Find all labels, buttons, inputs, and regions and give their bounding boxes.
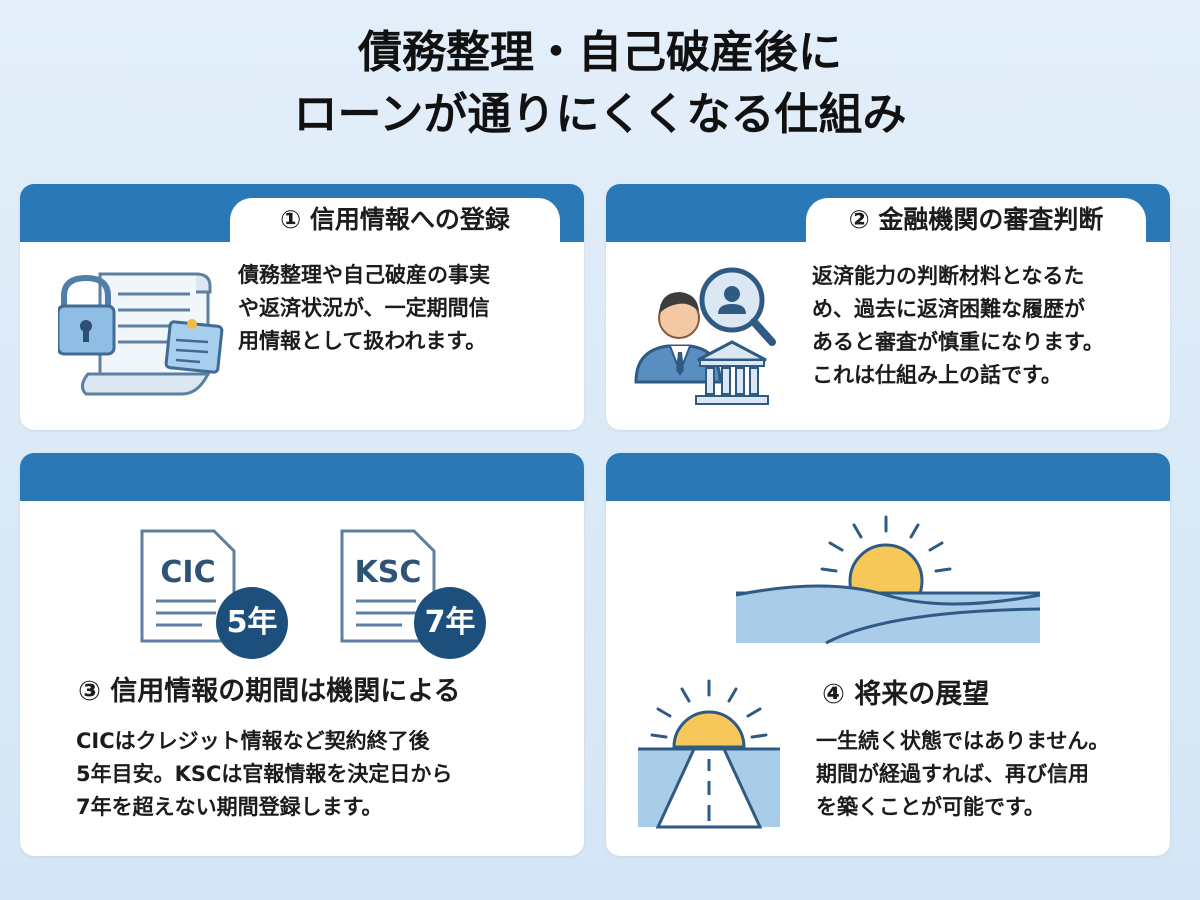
card-body: 債務整理や自己破産の事実 や返済状況が、一定期間信 用情報として扱われます。 [238,259,490,358]
card-bank-screening: ② 金融機関の審査判断 返済能力の判断材料となるた め、過去に返済困難な履歴が … [606,184,1170,430]
cic-document: CIC [140,529,236,643]
card-body-line: 期間が経過すれば、再び信用 [816,762,1089,786]
title-line-1: 債務整理・自己破産後に [358,27,842,78]
ksc-document: KSC [340,529,436,643]
title-line-2: ローンが通りにくくなる仕組み [293,89,907,140]
card-body-line: 5年目安。KSCは官報情報を決定日から [76,762,453,786]
document-label: KSC [354,555,422,590]
card-body-line: 返済能力の判断材料となるた [812,264,1085,288]
card-body-line: あると審査が慎重になります。 [812,330,1104,354]
card-body-line: 債務整理や自己破産の事実 [238,263,490,287]
card-registration-period: CIC 5年 KSC 7年 ③ 信用情報の期間は機関による CICはクレジット情… [20,453,584,856]
locked-document-icon [58,272,224,396]
card-body: CICはクレジット情報など契約終了後 5年目安。KSCは官報情報を決定日から 7… [76,725,452,824]
card-body-line: 一生続く状態ではありません。 [816,729,1110,753]
card-body-line: 7年を超えない期間登録します。 [76,795,383,819]
card-future-outlook: ④ 将来の展望 一生続く状態ではありません。 期間が経過すれば、再び信用 を築く… [606,453,1170,856]
card-heading: ④ 将来の展望 [822,679,990,710]
bank-examiner-icon [634,267,776,405]
card-body: 一生続く状態ではありません。 期間が経過すれば、再び信用 を築くことが可能です。 [816,725,1109,824]
document-label: CIC [160,555,216,590]
card-body-line: め、過去に返済困難な履歴が [812,297,1085,321]
card-heading: ② 金融機関の審査判断 [806,198,1146,242]
sunrise-road-icon [638,679,780,829]
card-body-line: を築くことが可能です。 [816,795,1045,819]
card-body: 返済能力の判断材料となるた め、過去に返済困難な履歴が あると審査が慎重になりま… [812,260,1104,392]
page-title: 債務整理・自己破産後に ローンが通りにくくなる仕組み [0,22,1200,146]
card-body-line: 用情報として扱われます。 [238,329,487,353]
period-badge: 5年 [216,587,288,659]
card-heading: ① 信用情報への登録 [230,198,560,242]
card-body-line: CICはクレジット情報など契約終了後 [76,729,430,753]
sunrise-sea-icon [736,515,1041,645]
period-badge: 7年 [414,587,486,659]
document-icon [340,529,436,643]
card-body-line: や返済状況が、一定期間信 [238,296,490,320]
card-header-band [20,453,584,501]
card-header-band [606,453,1170,501]
card-body-line: これは仕組み上の話です。 [812,363,1062,387]
card-credit-registration: ① 信用情報への登録 債務整理や自己破産の事実 や返済状況が、一定期間信 用情報… [20,184,584,430]
card-heading: ③ 信用情報の期間は機関による [78,676,461,707]
